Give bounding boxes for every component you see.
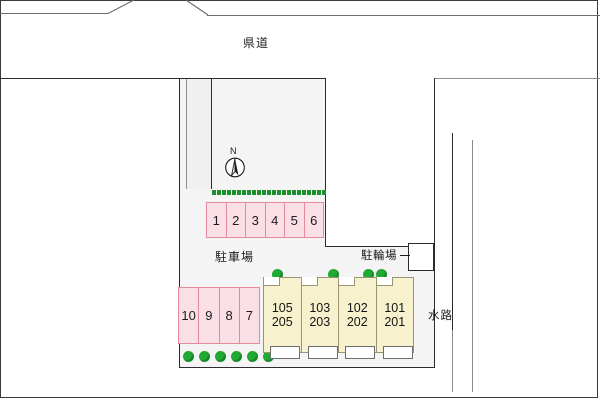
parking-stall[interactable]: 8 <box>220 288 240 343</box>
apartment-building: 105 205 103 203 102 202 101 201 <box>263 277 414 359</box>
road-upper-edge-left-bevel <box>108 0 136 14</box>
unit-entry-notch <box>339 277 355 286</box>
unit-second-floor-number: 203 <box>309 315 331 329</box>
hedge-shrub <box>247 190 251 195</box>
bicycle-parking-label: 駐輪場 <box>361 250 397 262</box>
bush <box>183 351 194 362</box>
driveway <box>186 79 211 189</box>
road-bevel-right-icon <box>186 0 209 16</box>
hedge-shrub <box>217 190 221 195</box>
parking-stall[interactable]: 10 <box>179 288 200 343</box>
hedge-shrub <box>282 190 286 195</box>
road-label: 県道 <box>243 36 270 50</box>
driveway-edge-left <box>186 79 187 189</box>
hedge-shrub <box>242 190 246 195</box>
hedge-shrub <box>212 190 216 195</box>
hedge-shrub <box>302 190 306 195</box>
unit-first-floor-number: 101 <box>384 301 406 315</box>
parking-stall[interactable]: 2 <box>227 203 246 237</box>
bush <box>263 351 274 362</box>
bush <box>363 269 374 280</box>
hedge-shrub <box>232 190 236 195</box>
lot-right-edge-upper <box>434 78 435 248</box>
hedge-shrub <box>222 190 226 195</box>
hedge-shrub <box>312 190 316 195</box>
bush <box>247 351 258 362</box>
parking-area-label: 駐車場 <box>215 250 255 264</box>
unit-block[interactable]: 105 205 <box>263 277 301 359</box>
bush <box>231 351 242 362</box>
bush <box>272 269 283 280</box>
hedge-shrub <box>237 190 241 195</box>
driveway-edge-right <box>211 79 212 189</box>
unit-first-floor-number: 102 <box>346 301 368 315</box>
bush <box>328 269 339 280</box>
road-upper-edge-right <box>207 15 600 16</box>
hedge-shrub <box>257 190 261 195</box>
waterway-label: 水路 <box>428 310 453 322</box>
unit-block[interactable]: 102 202 <box>338 277 376 359</box>
bush <box>199 351 210 362</box>
unit-second-floor-number: 201 <box>384 315 406 329</box>
road-upper-edge-right-bevel <box>186 0 216 16</box>
bush <box>376 269 387 280</box>
hedge-row-upper <box>212 190 326 195</box>
bicycle-parking-box[interactable] <box>408 243 434 271</box>
unit-entry-notch <box>376 277 393 286</box>
unit-entrance <box>307 346 338 359</box>
hedge-shrub <box>277 190 281 195</box>
hedge-shrub <box>287 190 291 195</box>
unit-entrance <box>345 346 375 359</box>
waterway-edge-outer <box>452 330 453 392</box>
compass-icon <box>225 157 245 178</box>
hedge-shrub <box>317 190 321 195</box>
parking-stall[interactable]: 5 <box>285 203 305 237</box>
parking-stall[interactable]: 1 <box>207 203 227 237</box>
unit-block[interactable]: 101 201 <box>375 277 414 359</box>
north-arrow-label: N <box>230 146 237 156</box>
road-upper-edge-left <box>0 13 108 14</box>
unit-entrance <box>382 346 413 359</box>
parking-stall[interactable]: 3 <box>246 203 266 237</box>
hedge-shrub <box>297 190 301 195</box>
hedge-shrub <box>272 190 276 195</box>
unit-first-floor-number: 105 <box>271 301 293 315</box>
bush <box>215 351 226 362</box>
unit-entry-notch <box>264 277 280 286</box>
unit-entrance <box>270 346 300 359</box>
unit-second-floor-number: 205 <box>271 315 293 329</box>
waterway-edge-far <box>472 140 473 392</box>
waterway-edge-inner <box>452 133 453 330</box>
north-arrow <box>222 152 248 183</box>
hedge-shrub <box>322 190 326 195</box>
parking-row-lower: 10 9 8 7 <box>178 287 260 344</box>
hedge-shrub <box>292 190 296 195</box>
site-top-edge-left <box>0 78 180 79</box>
lot-notch-upper-right <box>325 78 435 247</box>
road-bevel-left-icon <box>108 0 135 14</box>
parking-stall[interactable]: 6 <box>310 212 318 228</box>
unit-block[interactable]: 103 203 <box>300 277 338 359</box>
parking-stall[interactable]: 7 <box>245 308 253 323</box>
hedge-shrub <box>307 190 311 195</box>
unit-entry-notch <box>301 277 318 286</box>
parking-stall[interactable]: 4 <box>266 203 285 237</box>
hedge-shrub <box>227 190 231 195</box>
hedge-shrub <box>252 190 256 195</box>
unit-second-floor-number: 202 <box>346 315 368 329</box>
parking-row-upper: 1 2 3 4 5 6 <box>206 202 324 238</box>
unit-first-floor-number: 103 <box>309 301 331 315</box>
hedge-shrub <box>267 190 271 195</box>
hedge-shrub <box>262 190 266 195</box>
bicycle-parking-leader-line <box>400 255 410 256</box>
parking-stall[interactable]: 9 <box>199 288 220 343</box>
